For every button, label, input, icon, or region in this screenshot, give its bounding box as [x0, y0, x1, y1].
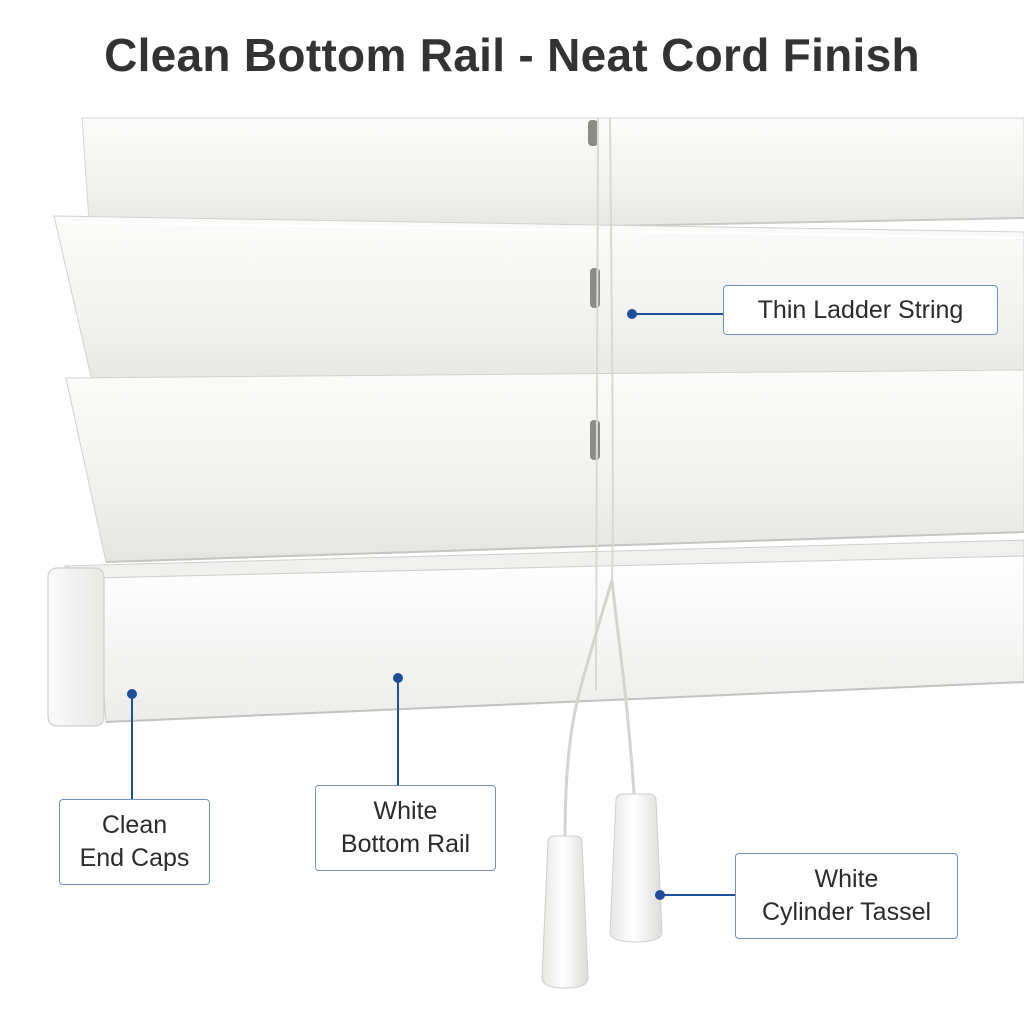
callout-bottom-rail: White Bottom Rail	[315, 785, 496, 871]
ladder-string	[595, 117, 614, 691]
tassel-right	[609, 793, 663, 943]
callout-tassel-line2: Cylinder Tassel	[761, 898, 932, 926]
callout-bottom-rail-line2: Bottom Rail	[340, 830, 471, 858]
slat-lower	[65, 369, 1024, 563]
callout-ladder-string: Thin Ladder String	[723, 285, 998, 335]
callout-tassel: White Cylinder Tassel	[735, 853, 958, 939]
end-cap	[47, 567, 105, 727]
bottom-rail	[63, 539, 1024, 723]
callout-leaders	[127, 309, 736, 900]
callout-end-caps: Clean End Caps	[59, 799, 210, 885]
callout-end-caps-line2: End Caps	[79, 844, 190, 872]
callout-bottom-rail-line1: White	[373, 797, 438, 825]
tassel-left	[541, 835, 589, 989]
callout-tassel-line1: White	[814, 865, 879, 893]
page-title: Clean Bottom Rail - Neat Cord Finish	[104, 29, 920, 81]
pull-cords	[563, 579, 636, 841]
callout-end-caps-line1: Clean	[101, 811, 168, 839]
callout-ladder-string-text: Thin Ladder String	[757, 295, 964, 324]
